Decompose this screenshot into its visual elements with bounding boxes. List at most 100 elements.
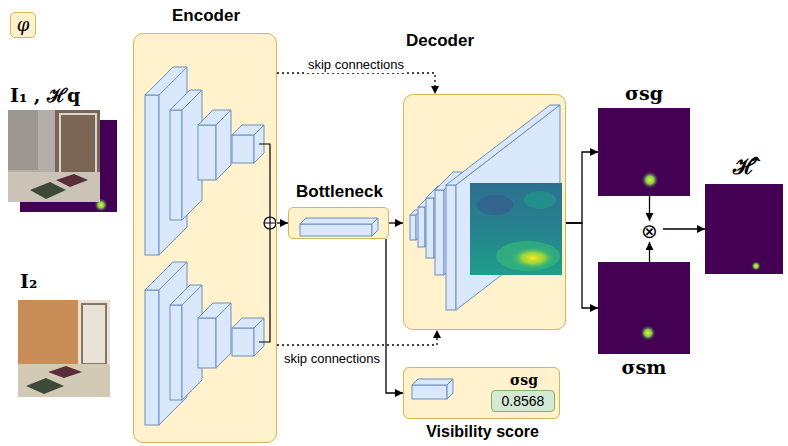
- visibility-block: Visibility scoreσsg0.8568: [403, 367, 560, 419]
- encoder-layers: [170, 305, 182, 400]
- visibility-layer: [447, 379, 453, 399]
- text-holder: Decoder: [406, 31, 506, 51]
- input-image-one: [30, 182, 66, 199]
- bottleneck-layer: [300, 218, 378, 224]
- bottleneck-layer: [300, 224, 372, 236]
- encoder-layers: [254, 318, 264, 356]
- decoder-layers: [524, 191, 556, 209]
- decoder-layers: [446, 185, 456, 310]
- bottleneck-layer: [288, 207, 389, 239]
- flow-arrow: [566, 152, 598, 223]
- node-heading: ℋ̂: [733, 153, 756, 179]
- text-holder: Bottleneck: [274, 182, 405, 202]
- encoder-layers: [133, 33, 277, 443]
- text-holder: φ: [11, 13, 35, 37]
- visibility-layer: [403, 367, 560, 419]
- text-holder: 0.8568: [492, 391, 554, 411]
- label-holder: I₁ , ℋq: [10, 84, 130, 107]
- text-holder: σsg: [492, 371, 556, 389]
- output-heatmaps: [598, 108, 690, 196]
- skip-connection: [277, 330, 437, 345]
- decoder-layers: [418, 207, 425, 247]
- input-image-two: [48, 366, 82, 378]
- output-heatmaps: [751, 261, 761, 271]
- skip-connection: [277, 73, 435, 94]
- output-heatmaps: [641, 171, 659, 189]
- input-label: I₂: [20, 270, 80, 293]
- flow-arrow: [649, 196, 650, 221]
- decoder-layers: [403, 94, 566, 330]
- encoder-layers: [259, 144, 277, 342]
- input-label: I₁ , ℋq: [10, 84, 130, 107]
- visibility-layer: [412, 379, 453, 385]
- input-image-one: [8, 110, 38, 170]
- flow-arrow: [386, 239, 403, 393]
- visibility-layer: [403, 367, 560, 419]
- node-heading: σsm: [622, 356, 667, 379]
- encoder-layers: [170, 110, 182, 220]
- edge-label: skip connections: [282, 351, 382, 367]
- phi-box: φ: [10, 12, 36, 38]
- node-heading: Encoder: [172, 6, 240, 26]
- flow-arrow: [663, 228, 705, 229]
- input-image-one: [8, 172, 100, 202]
- encoder-block: Encoder: [133, 33, 277, 443]
- input-image-two: [18, 364, 110, 397]
- bottleneck-block: Bottleneck: [288, 207, 389, 239]
- heatmap-sg: σsg: [598, 108, 690, 196]
- encoder-layers: [216, 110, 231, 180]
- decoder-layers: [435, 190, 444, 275]
- text-holder: ℋ̂: [705, 153, 783, 179]
- encoder-layers: [264, 217, 276, 229]
- input-image-one: [8, 110, 117, 212]
- encoder-layers: [145, 290, 159, 425]
- flow-arrow: [566, 223, 598, 308]
- decoder-layers: [511, 247, 555, 269]
- text-holder: σsg: [598, 82, 690, 105]
- node-heading: Visibility score: [426, 422, 539, 441]
- flow-arrow: [649, 242, 650, 262]
- output-heatmaps: [598, 108, 783, 354]
- decoder-block: Decoder: [403, 94, 566, 330]
- output-heatmaps: [598, 262, 690, 354]
- flow-arrow: [277, 222, 288, 223]
- encoder-layers: [232, 135, 254, 163]
- bottleneck-layer: [288, 207, 389, 239]
- decoder-layers: [496, 241, 560, 271]
- text-holder: Encoder: [134, 6, 278, 26]
- node-heading: σsg: [625, 82, 663, 105]
- encoder-layers: [198, 125, 216, 180]
- encoder-layers: [232, 328, 254, 356]
- multiply-op: ⊗: [636, 221, 663, 242]
- input-image-one: [8, 110, 100, 202]
- output-heatmaps: [705, 184, 783, 274]
- node-text: 0.8568: [502, 393, 545, 410]
- input-image-two: [18, 300, 110, 397]
- output-heatmaps: [640, 325, 656, 341]
- encoder-layers: [264, 217, 276, 229]
- decoder-layers: [470, 183, 562, 275]
- flow-arrow: [389, 222, 403, 223]
- text-holder: ⊗: [636, 221, 663, 242]
- bottleneck-layer: [372, 218, 378, 236]
- encoder-layers: [133, 33, 277, 443]
- input-image-two: [26, 378, 64, 394]
- encoder-layers: [216, 303, 231, 368]
- node-text: φ: [17, 14, 30, 36]
- input-image-two: [18, 300, 110, 397]
- node-heading: Bottleneck: [296, 182, 383, 202]
- decoder-layers: [403, 94, 566, 330]
- input-image-one: [55, 110, 100, 176]
- decoder-layers: [410, 215, 416, 240]
- text-holder: Visibility score: [389, 422, 576, 441]
- edge-label-holder: skip connections: [276, 55, 436, 73]
- input-image-one: [56, 174, 88, 187]
- text-holder: σsm: [598, 356, 690, 379]
- input-image-one: [60, 114, 96, 174]
- decoder-layers: [426, 198, 434, 258]
- heatmap-output: ℋ̂: [705, 184, 783, 274]
- encoder-layers: [198, 318, 216, 368]
- input-image-two: [78, 300, 110, 366]
- encoder-layers: [145, 95, 159, 255]
- decoder-layers: [477, 195, 513, 215]
